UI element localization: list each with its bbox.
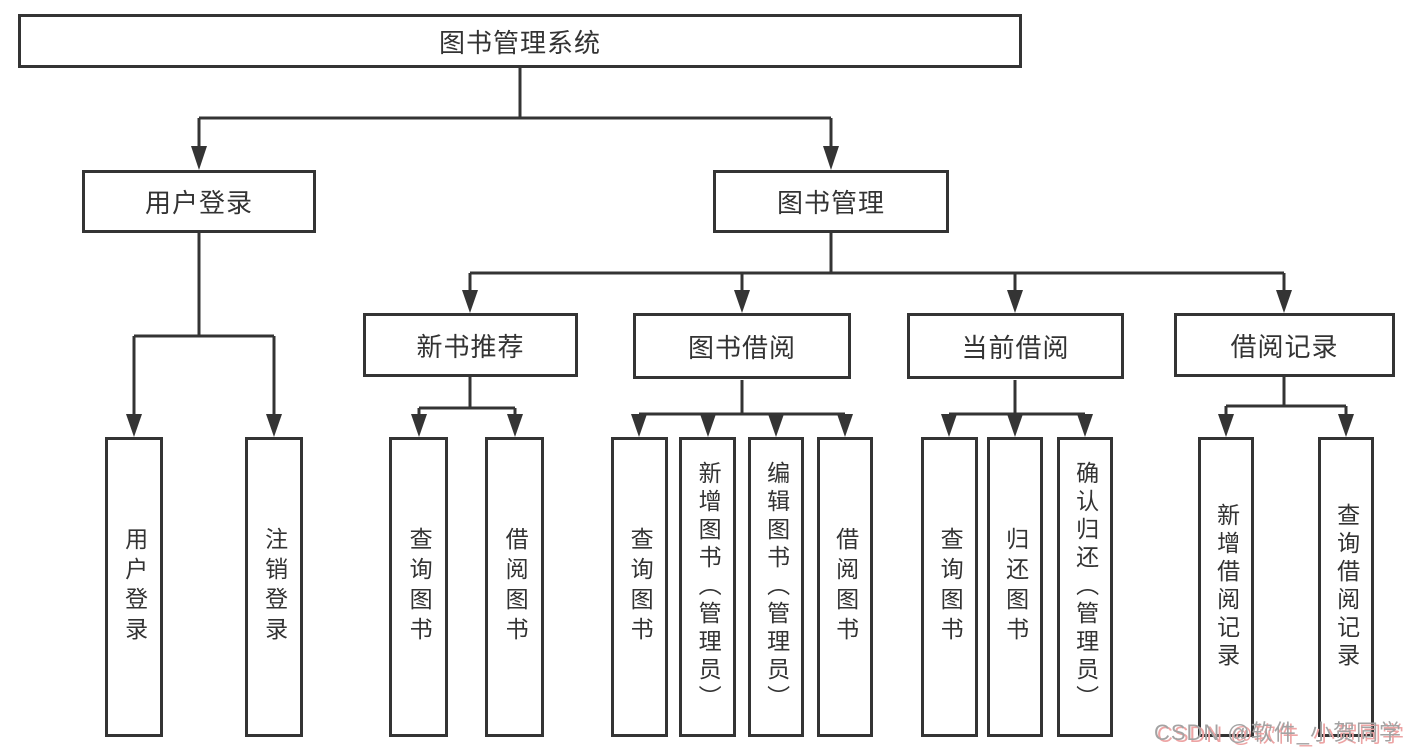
node-book-management: 图书管理 bbox=[713, 170, 949, 233]
leaf-query-books-recommend: 查询图书 bbox=[389, 437, 448, 737]
arrow-icon bbox=[1218, 414, 1234, 437]
arrowheads bbox=[126, 146, 1354, 437]
edge-book-management-split bbox=[468, 233, 1286, 297]
arrow-icon bbox=[507, 414, 523, 437]
leaf-borrow-books-borrowing: 借阅图书 bbox=[817, 437, 873, 737]
leaf-add-book-admin: 新增图书（管理员） bbox=[679, 437, 736, 737]
arrow-icon bbox=[1007, 414, 1023, 437]
leaf-query-books-borrowing: 查询图书 bbox=[611, 437, 668, 737]
edge-user-login-split bbox=[132, 233, 276, 421]
arrow-icon bbox=[1276, 290, 1292, 313]
leaf-logout: 注销登录 bbox=[245, 437, 303, 737]
node-new-book-recommend: 新书推荐 bbox=[363, 313, 578, 377]
node-borrowing-records: 借阅记录 bbox=[1174, 313, 1395, 377]
arrow-icon bbox=[941, 414, 957, 437]
arrow-icon bbox=[1007, 290, 1023, 313]
leaf-confirm-return-admin: 确认归还（管理员） bbox=[1057, 437, 1113, 737]
arrow-icon bbox=[462, 290, 478, 313]
node-library-management-system: 图书管理系统 bbox=[18, 14, 1022, 68]
arrow-icon bbox=[1077, 414, 1093, 437]
node-user-login: 用户登录 bbox=[82, 170, 316, 233]
edge-new-book-recommend-split bbox=[417, 377, 517, 421]
leaf-borrow-books-recommend: 借阅图书 bbox=[485, 437, 544, 737]
arrow-icon bbox=[768, 414, 784, 437]
arrow-icon bbox=[191, 146, 207, 170]
arrow-icon bbox=[266, 414, 282, 437]
arrow-icon bbox=[631, 414, 647, 437]
node-current-borrowing: 当前借阅 bbox=[907, 313, 1124, 379]
arrow-icon bbox=[126, 414, 142, 437]
arrow-icon bbox=[1338, 414, 1354, 437]
arrow-icon bbox=[823, 146, 839, 170]
edge-borrowing-records-split bbox=[1224, 377, 1348, 421]
leaf-edit-book-admin: 编辑图书（管理员） bbox=[748, 437, 804, 737]
arrow-icon bbox=[734, 290, 750, 313]
leaf-add-borrow-record: 新增借阅记录 bbox=[1198, 437, 1254, 737]
leaf-query-borrow-record: 查询借阅记录 bbox=[1318, 437, 1374, 737]
leaf-user-login: 用户登录 bbox=[105, 437, 163, 737]
node-book-borrowing: 图书借阅 bbox=[633, 313, 851, 379]
leaf-query-books-current: 查询图书 bbox=[921, 437, 978, 737]
arrow-icon bbox=[837, 414, 853, 437]
edge-root-split bbox=[197, 68, 833, 152]
arrow-icon bbox=[700, 414, 716, 437]
edge-book-borrowing-split bbox=[637, 380, 847, 421]
csdn-watermark: CSDN @软件_小贺同学 bbox=[1153, 720, 1402, 745]
arrow-icon bbox=[411, 414, 427, 437]
tree-edges bbox=[132, 68, 1348, 421]
leaf-return-books: 归还图书 bbox=[987, 437, 1043, 737]
